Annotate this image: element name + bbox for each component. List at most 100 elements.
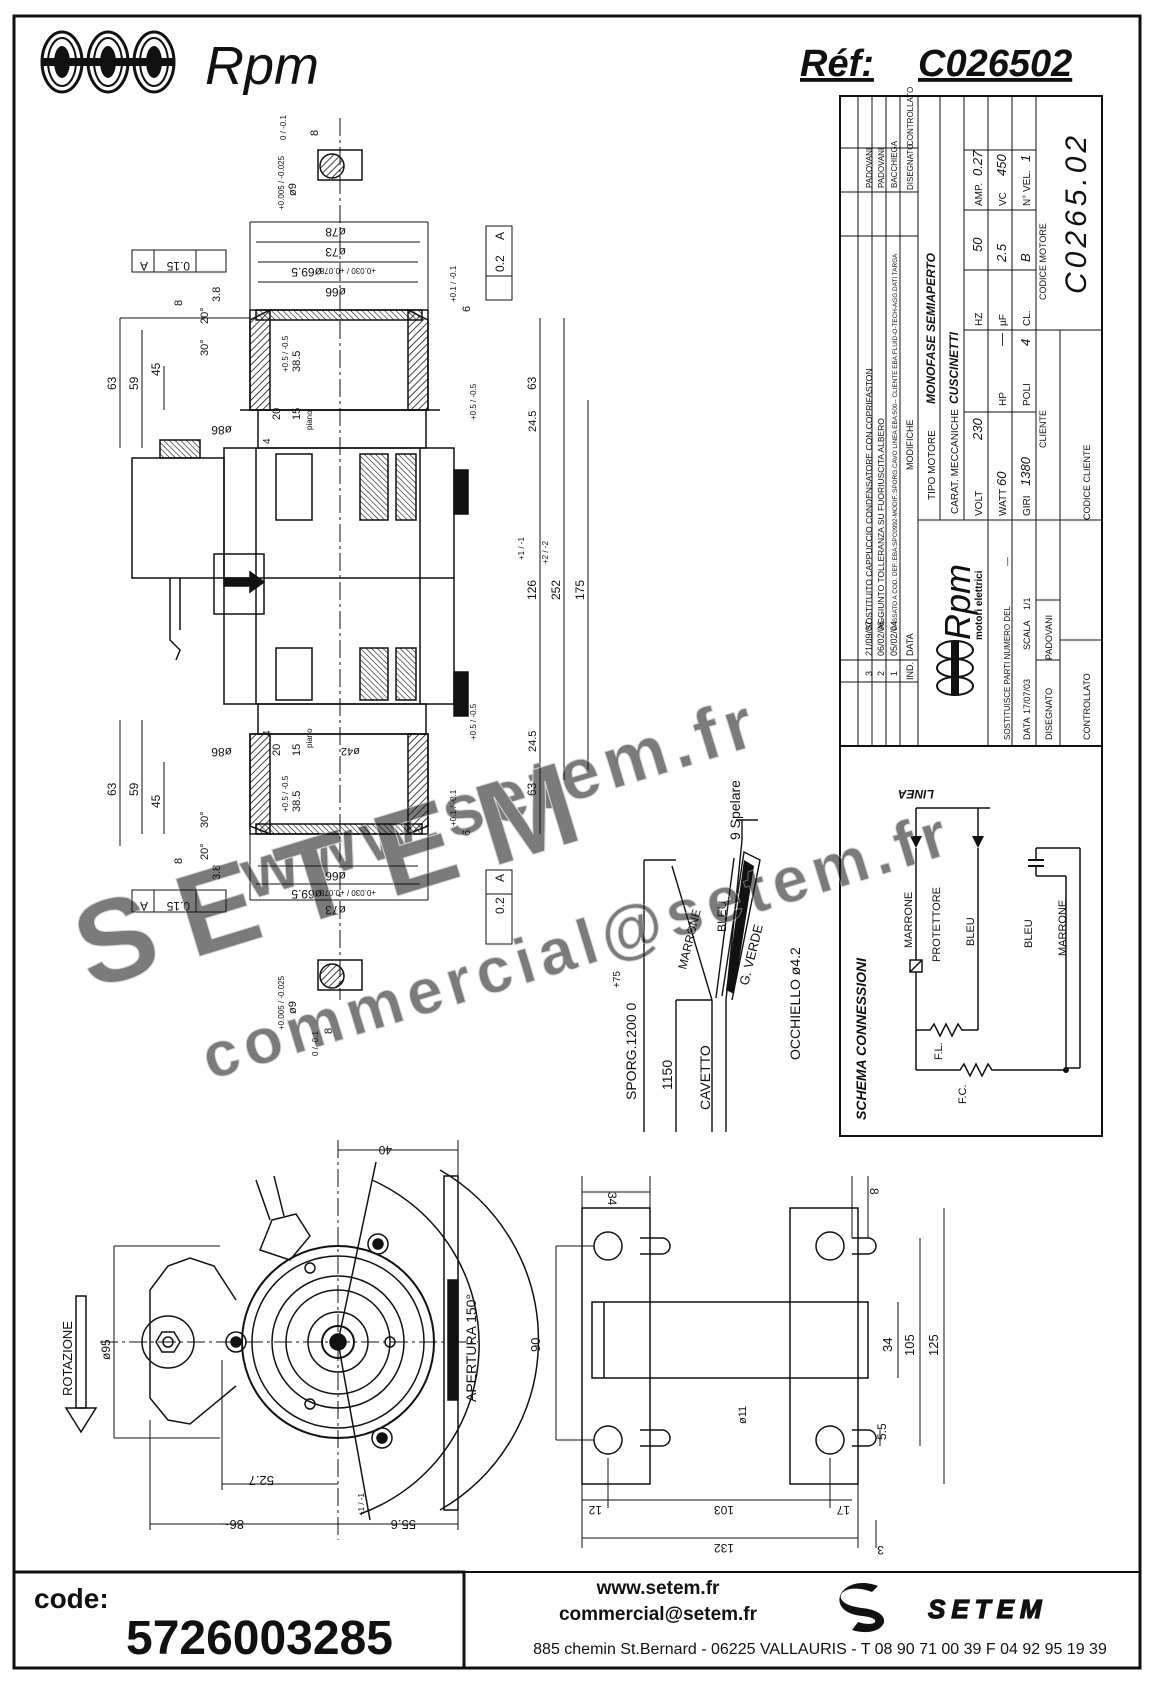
- runout-value-top: 0.15: [166, 259, 190, 273]
- dim-bracket-103: 103: [714, 1503, 734, 1517]
- controllato-label: CONTROLLATO: [1082, 673, 1092, 740]
- codice-cliente-label: CODICE CLIENTE: [1082, 444, 1092, 520]
- dim-v59-top: 59: [127, 376, 141, 390]
- poli-value: 4: [1018, 339, 1033, 346]
- cable-bleu: BLEU: [715, 901, 729, 932]
- main-dimension-labels: ø78 ø73 ø69.5 +0.030 / +0.078 ø66 ø86 ø9…: [105, 115, 587, 1056]
- dim-v126-tol: +1 / -1: [517, 537, 526, 560]
- rev3-desc: SOSTITUITO CAPPUCCIO CONDENSATORE CON CO…: [864, 369, 874, 631]
- watt-value: 60: [994, 471, 1009, 486]
- footer-address: 885 chemin St.Bernard - 06225 VALLAURIS …: [533, 1641, 1107, 1658]
- dim-d9-tol-top: +0.005 / -0.025: [277, 155, 286, 210]
- rev2-ind: 2: [876, 671, 886, 676]
- dim-v45-top: 45: [149, 362, 163, 376]
- dim-d9-tol-bottom: +0.005 / -0.025: [277, 975, 286, 1030]
- col-checked: CONTROLLATO: [906, 87, 915, 146]
- tipo-motore-label: TIPO MOTORE: [927, 430, 938, 500]
- cable-detail: 9 Spelare BLEU MARRONE G. VERDE OCCHIELL…: [612, 780, 803, 1132]
- watt-label: WATT: [998, 489, 1009, 516]
- disegnato-label: DISEGNATO: [1044, 688, 1054, 740]
- dim-d78-top: ø78: [325, 225, 346, 239]
- dim-flat-tol-bottom: 0 / -0.1: [311, 1031, 320, 1056]
- vc-value: 450: [994, 154, 1009, 176]
- schema-protettore-label: PROTETTORE: [931, 887, 943, 962]
- dim-flat-bottom: 8: [323, 1028, 335, 1034]
- data-label: DATA: [1022, 717, 1032, 740]
- dim-v252: 252: [549, 580, 563, 600]
- dim-bracket-90: 90: [528, 1338, 543, 1352]
- uf-label: µF: [998, 314, 1009, 326]
- dim-v45-bottom: 45: [149, 794, 163, 808]
- dim-v252-tol: +2 / -2: [541, 541, 550, 564]
- sostituisce-label: SOSTITUISCE PARTI NUMERO DEL: [1003, 606, 1012, 740]
- main-dimensions: [119, 221, 589, 945]
- rev1-date: 05/02/04: [889, 621, 899, 656]
- dim-v6-bottom: 6: [461, 830, 473, 836]
- dim-front-40: 40: [378, 1143, 392, 1157]
- datum-bottom: A: [140, 899, 148, 913]
- schema-marrone-label: MARRONE: [903, 892, 915, 948]
- code-label: code:: [34, 1583, 109, 1614]
- cable-cavetto: CAVETTO: [697, 1045, 713, 1110]
- footer-brand: SETEM: [928, 1594, 1048, 1624]
- codice-motore-value: C0265.02: [1060, 132, 1093, 294]
- dim-bracket-34: 34: [880, 1338, 895, 1352]
- dim-v385-tol-bottom: +0.5 / -0.5: [281, 775, 290, 812]
- volt-value: 230: [970, 418, 985, 441]
- dim-d66-top: ø66: [325, 285, 346, 299]
- dim-a30-bottom: 30°: [199, 811, 211, 828]
- dim-bracket-8: 8: [867, 1188, 881, 1195]
- motor-front-view: [100, 1140, 540, 1540]
- dim-bracket-12: 12: [588, 1503, 602, 1517]
- poli-label: POLI: [1022, 383, 1033, 406]
- dim-front-527: 52.7: [249, 1473, 274, 1488]
- dim-v38-top: 3.8: [211, 287, 223, 302]
- rev2-desc: AGGIUNTO TOLLERANZA SU FUORIUSCITA ALBER…: [876, 418, 886, 630]
- schema-fc-label: F.C.: [957, 1084, 969, 1104]
- title-block: 3 21/09/07 SOSTITUITO CAPPUCCIO CONDENSA…: [839, 87, 1103, 747]
- bracket-dimensions: [555, 1176, 945, 1548]
- dim-front-556: 55.6: [391, 1517, 416, 1532]
- dim-bracket-11: ø11: [737, 1406, 749, 1424]
- dim-d695-bottom: ø69.5: [291, 887, 322, 901]
- rev3-date: 21/09/07: [864, 621, 874, 656]
- front-view-dimensions: [113, 1140, 459, 1530]
- rev3-ind: 3: [864, 671, 874, 676]
- dim-bracket-34-top: 34: [605, 1192, 619, 1206]
- vc-label: VC: [998, 192, 1009, 206]
- datum-top: A: [140, 259, 148, 273]
- dim-v63-top-left: 63: [105, 376, 119, 390]
- dim-v6-top: 6: [461, 306, 473, 312]
- rev3-drawn: PADOVANI: [865, 148, 874, 188]
- dim-v38-bottom: 3.8: [211, 865, 223, 880]
- cable-occhiello: OCCHIELLO ø4.2: [787, 947, 803, 1060]
- dim-v385-bottom: 38.5: [291, 791, 303, 812]
- schema-fl-label: F.L.: [933, 1042, 945, 1060]
- dim-bracket-132: 132: [714, 1541, 734, 1555]
- dim-d695-top: ø69.5: [291, 265, 322, 279]
- dim-bracket-55: 5.5: [875, 1423, 889, 1440]
- rev1-desc: PASSATO A COD. DEF.:EBA:SPC0992-MODIF.:S…: [892, 253, 899, 630]
- dim-bracket-17: 17: [836, 1503, 850, 1517]
- dim-d9-bottom: ø9: [287, 1001, 299, 1014]
- tb-logo-sub: motori elettrici: [974, 570, 985, 640]
- cliente-label: CLIENTE: [1038, 410, 1048, 448]
- schema-linea: LINEA: [898, 787, 934, 801]
- dim-bracket-125: 125: [926, 1334, 941, 1356]
- hp-label: HP: [998, 392, 1009, 406]
- header: Rpm Réf: C026502: [40, 30, 1072, 96]
- title-block-logo-icon: [936, 640, 974, 696]
- dim-v63-top-right: 63: [525, 376, 539, 390]
- giri-label: GIRI: [1022, 495, 1033, 516]
- dim-v59-bottom: 59: [127, 782, 141, 796]
- code-value: 5726003285: [126, 1612, 393, 1665]
- front-view-labels: 40 ø95 52.7 86~ 55.6 +1 / -1 APERTURA 15…: [60, 1143, 479, 1532]
- dim-d42: ø42: [341, 745, 360, 757]
- dim-v63-bottom-left: 63: [105, 782, 119, 796]
- nvel-label: N° VEL.: [1022, 170, 1033, 206]
- tipo-motore-value: MONOFASE SEMIAPERTO: [924, 252, 938, 404]
- giri-value: 1380: [1018, 456, 1033, 486]
- tb-logo-text: Rpm: [937, 564, 978, 640]
- rev1-drawn: BACCHIEGA: [890, 140, 899, 188]
